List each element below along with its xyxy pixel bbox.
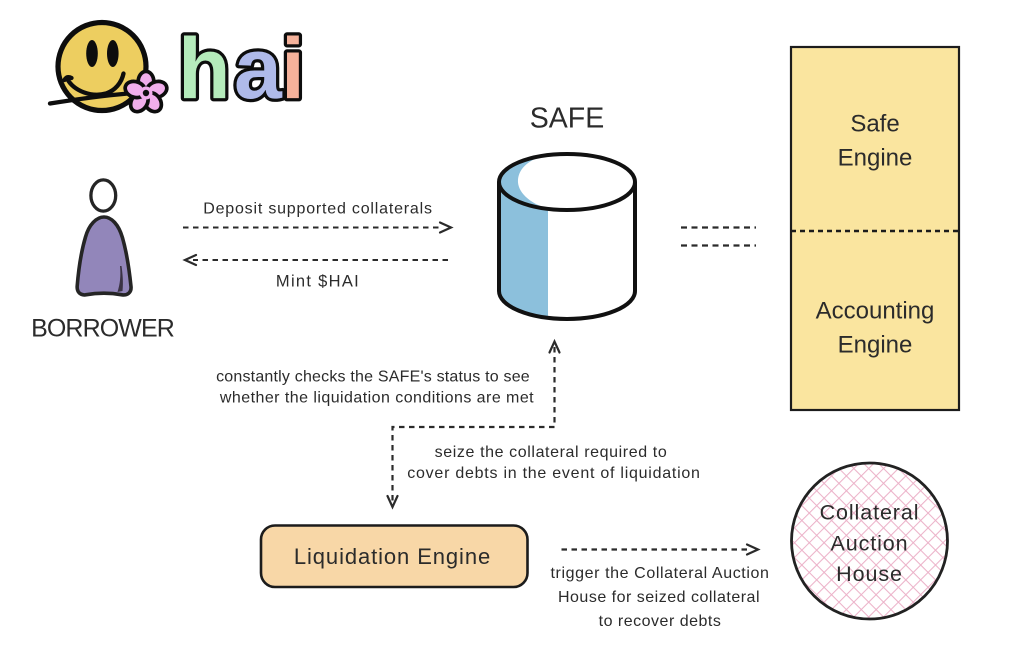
svg-text:BORROWER: BORROWER (31, 315, 174, 343)
svg-text:House for seized collateral: House for seized collateral (558, 589, 760, 606)
svg-text:whether the liquidation condit: whether the liquidation conditions are m… (219, 390, 534, 407)
svg-text:Accounting: Accounting (816, 298, 935, 325)
svg-text:Engine: Engine (838, 332, 913, 359)
svg-text:SAFE: SAFE (530, 103, 604, 135)
svg-text:Deposit supported collaterals: Deposit supported collaterals (203, 201, 433, 218)
svg-text:Engine: Engine (838, 145, 913, 172)
svg-text:Collateral: Collateral (820, 501, 920, 525)
svg-text:i: i (281, 21, 305, 117)
svg-text:a: a (234, 21, 283, 117)
svg-text:Liquidation Engine: Liquidation Engine (294, 544, 491, 569)
svg-text:to recover debts: to recover debts (599, 613, 722, 630)
svg-text:constantly checks the SAFE's s: constantly checks the SAFE's status to s… (216, 369, 530, 386)
svg-text:Safe: Safe (850, 111, 899, 138)
svg-text:h: h (178, 21, 231, 117)
svg-text:cover debts in the event of li: cover debts in the event of liquidation (407, 465, 700, 482)
svg-text:trigger the Collateral Auction: trigger the Collateral Auction (551, 565, 770, 582)
svg-text:Mint $HAI: Mint $HAI (276, 273, 360, 291)
svg-text:seize the collateral required: seize the collateral required to (435, 444, 668, 461)
svg-text:Auction: Auction (830, 532, 908, 556)
svg-text:House: House (836, 562, 903, 586)
